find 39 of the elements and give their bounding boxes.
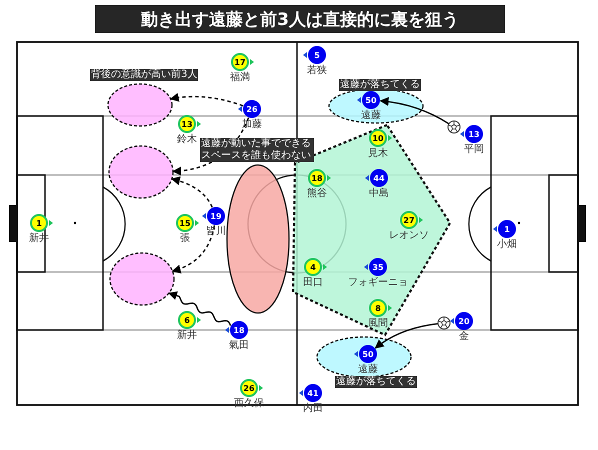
- player-name: 氣田: [229, 340, 249, 351]
- player-name: 若狭: [307, 65, 327, 76]
- player-name: 見木: [368, 148, 388, 159]
- wavy-arrow: [168, 291, 232, 326]
- player-name: 熊谷: [307, 188, 327, 199]
- callout-label: 背後の意識が高い前3人: [90, 69, 198, 81]
- zone-ellipse: [106, 82, 174, 128]
- player-name: 中島: [369, 188, 389, 199]
- player-name: 遠藤: [358, 364, 378, 375]
- player-name: 皆川: [206, 226, 226, 237]
- zone-ellipse: [107, 144, 175, 200]
- callout-label: 遠藤が動いた事でできるスペースを誰も使わない: [200, 138, 314, 162]
- player-name: 小畑: [497, 239, 517, 250]
- player-name: 張: [180, 233, 190, 244]
- zone-ellipse: [225, 163, 291, 315]
- ball-icon: [437, 316, 451, 330]
- title: 動き出す遠藤と前3人は直接的に裏を狙う: [95, 5, 505, 33]
- player-name: レオンソ: [389, 230, 429, 241]
- callout-label: 遠藤が落ちてくる: [335, 376, 417, 388]
- player-name: 田口: [303, 277, 323, 288]
- player-name: 鈴木: [177, 134, 197, 145]
- player-name: 金: [459, 331, 469, 342]
- player-name: 新井: [177, 330, 197, 341]
- player-name: 福満: [230, 72, 250, 83]
- zone-ellipse: [108, 251, 176, 307]
- dashed-arrow: [170, 93, 244, 106]
- player-name: 加藤: [242, 119, 262, 130]
- ball-icon: [447, 120, 461, 134]
- arrow: [380, 97, 450, 124]
- player-name: 内田: [303, 403, 323, 414]
- dashed-arrow: [172, 225, 216, 274]
- player-name: フォギーニョ: [348, 277, 408, 288]
- callout-label: 遠藤が落ちてくる: [339, 79, 421, 91]
- player-name: 遠藤: [361, 110, 381, 121]
- dashed-arrow: [170, 176, 213, 208]
- player-name: 風間: [368, 318, 388, 329]
- zone-polygon: [291, 123, 452, 337]
- arrow: [374, 323, 438, 349]
- player-name: 平岡: [464, 144, 484, 155]
